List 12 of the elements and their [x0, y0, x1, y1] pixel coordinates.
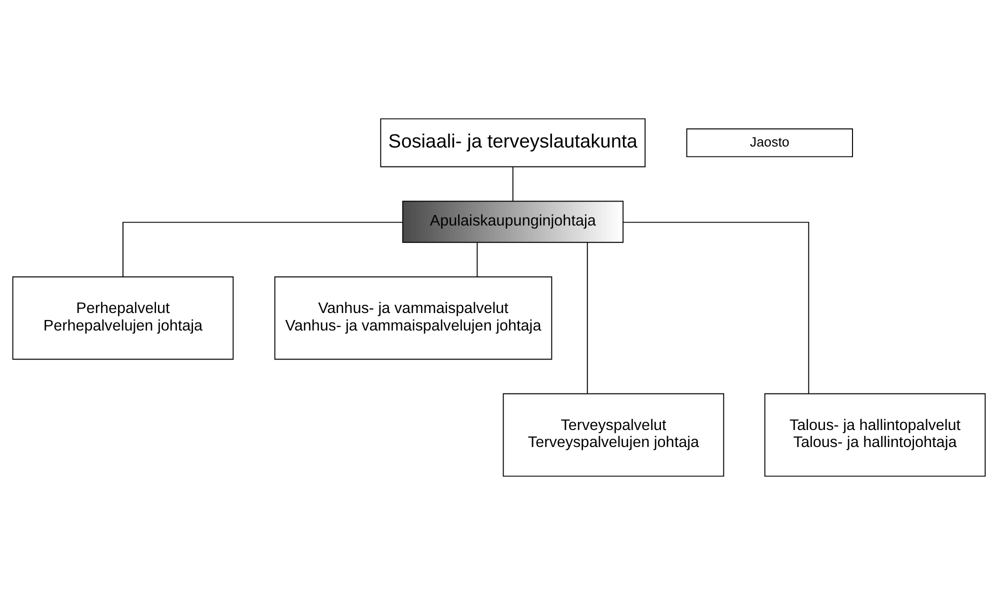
connector: [586, 242, 588, 394]
node-box: Vanhus- ja vammaispalvelut Vanhus- ja vammaispalvelujen johtaja: [274, 276, 552, 360]
connector: [122, 222, 403, 278]
node-box: Perhepalvelut Perhepalvelujen johtaja: [12, 276, 234, 360]
node-box: Terveyspalvelut Terveyspalvelujen johtaja: [502, 393, 724, 477]
node-box: Apulaiskaupunginjohtaja: [402, 200, 624, 243]
node-box: Sosiaali- ja terveyslautakunta: [380, 118, 646, 168]
connector: [622, 222, 810, 394]
node-box: Jaosto: [686, 128, 853, 158]
connector: [512, 166, 514, 202]
connector: [476, 242, 478, 278]
node-box: Talous- ja hallintopalvelut Talous- ja hallintojohtaja: [764, 393, 986, 477]
